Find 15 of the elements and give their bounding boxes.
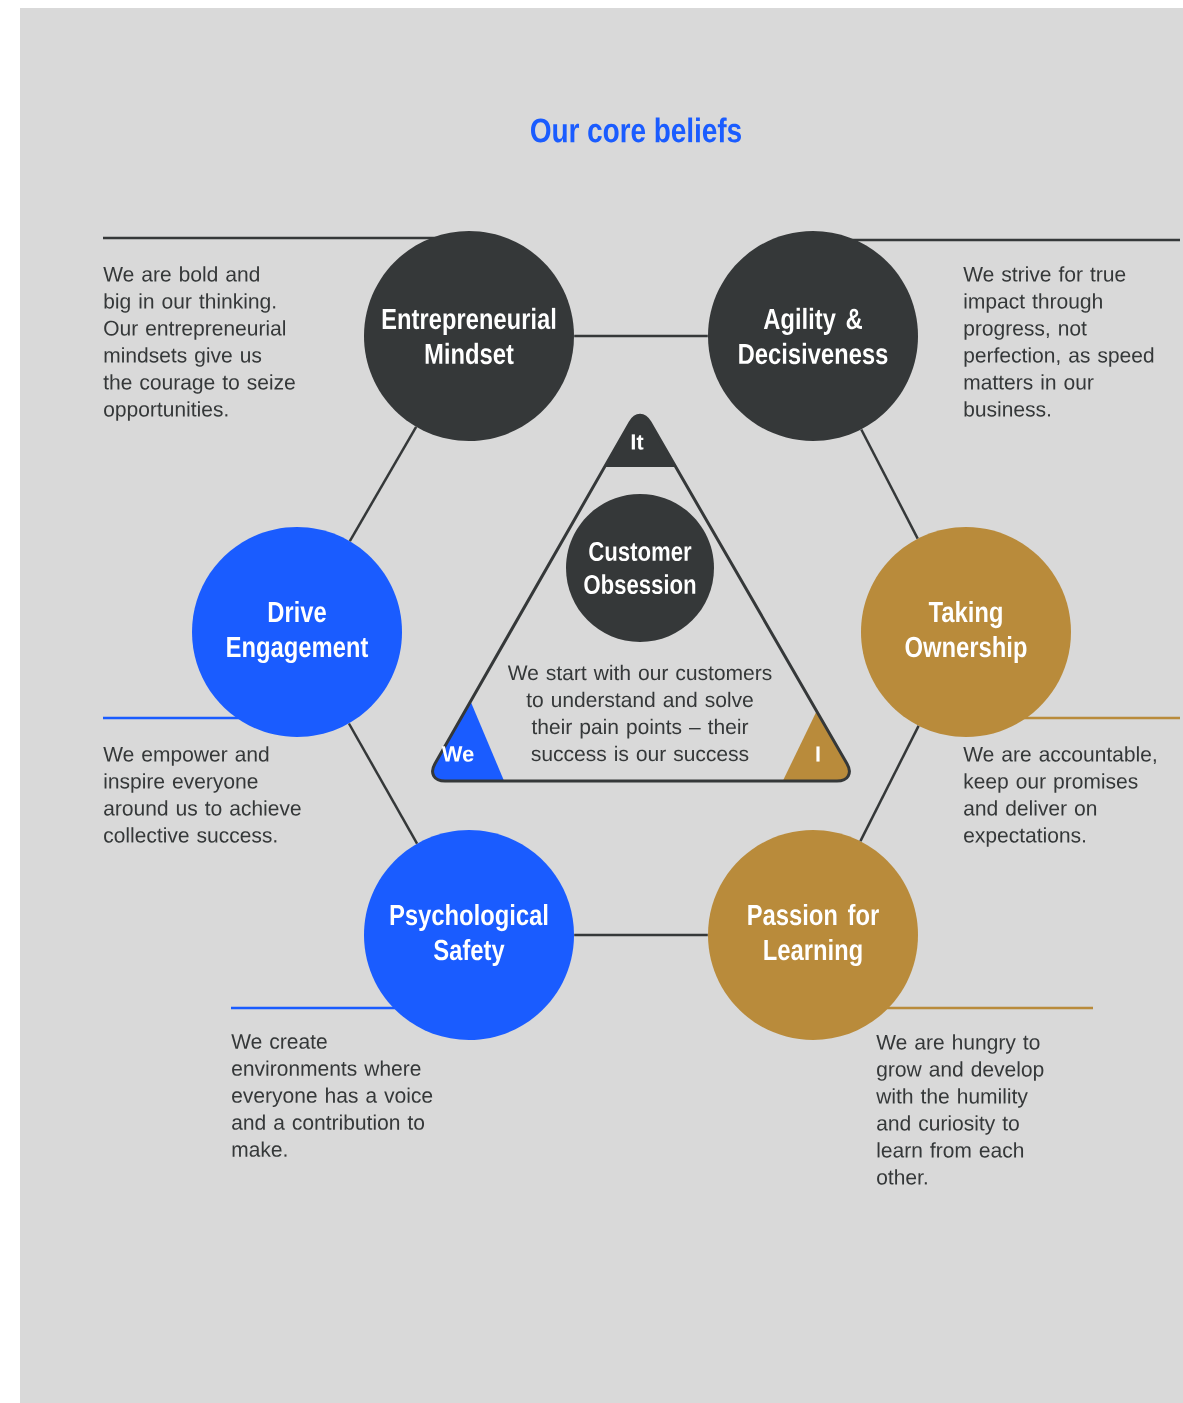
description-text: We are accountable, keep our promises and deliver on expectations.: [963, 746, 1156, 847]
connector-line: [859, 725, 920, 842]
corner-label: We: [441, 746, 474, 762]
title: Our core beliefs: [531, 117, 741, 143]
description-text: We empower and inspire everyone around us to achieve collective success.: [103, 746, 301, 843]
connector-line: [347, 722, 419, 845]
corner-label: It: [631, 434, 644, 450]
connector-line: [860, 428, 919, 540]
description-text: We are bold and big in our thinking. Our entrepreneurial mindsets give us the courage to seize opportunities.: [103, 266, 295, 421]
connector-line: [348, 426, 418, 542]
description-text: We strive for true impact through progress, not perfection, as speed matters in our business.: [963, 266, 1154, 417]
connector-line: [574, 334, 708, 338]
body-text: We start with our customers to understand and solve their pain points – their success is our success: [507, 664, 772, 762]
corner-label: I: [816, 746, 820, 762]
connector-line: [574, 933, 708, 937]
